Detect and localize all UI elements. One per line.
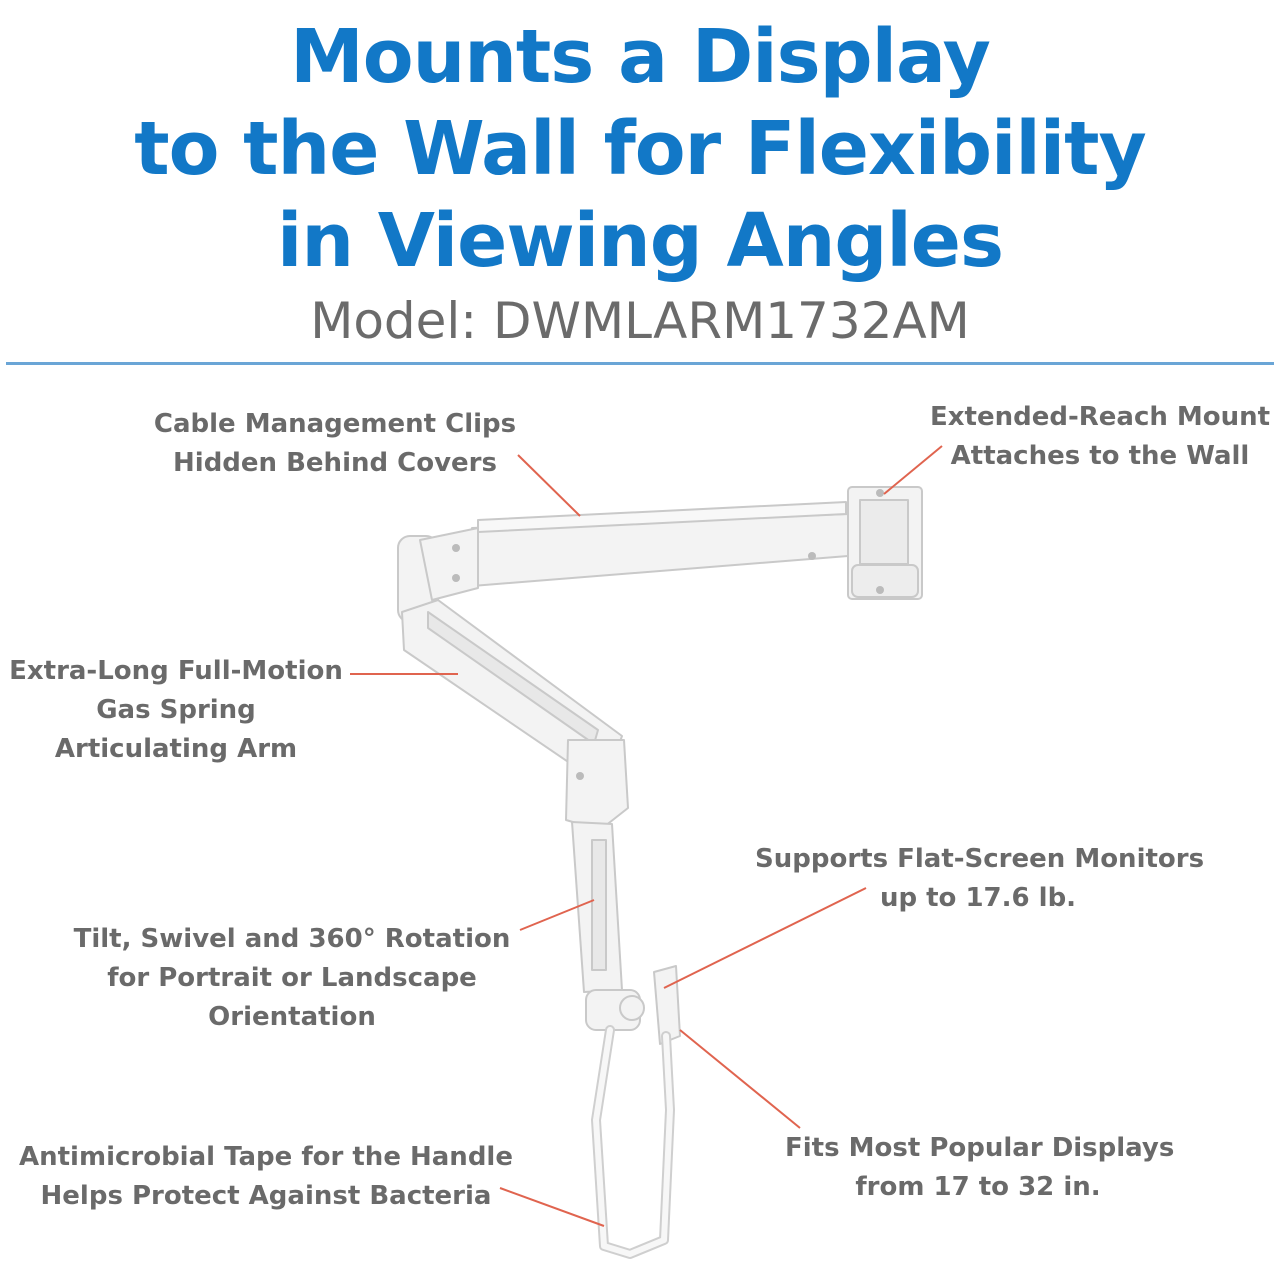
callout-supports-weight: Supports Flat-Screen Monitors up to 17.6…	[755, 840, 1205, 918]
title-line-3: in Viewing Angles	[277, 198, 1004, 284]
callout-fits-displays: Fits Most Popular Displays from 17 to 32…	[785, 1129, 1175, 1207]
callout-line: Orientation	[208, 1002, 376, 1032]
callout-line: Extended-Reach Mount	[930, 402, 1271, 432]
callout-line: from 17 to 32 in.	[855, 1172, 1101, 1202]
callout-line: Tilt, Swivel and 360° Rotation	[73, 924, 511, 954]
leader-antimicrobial	[499, 1187, 605, 1227]
callout-line: up to 17.6 lb.	[879, 883, 1077, 913]
callout-cable-management: Cable Management Clips Hidden Behind Cov…	[140, 405, 530, 483]
callout-line: Fits Most Popular Displays	[785, 1133, 1175, 1163]
callout-line: Extra-Long Full-Motion	[9, 656, 343, 686]
callout-tilt-swivel: Tilt, Swivel and 360° Rotation for Portr…	[70, 920, 514, 1037]
callout-line: Helps Protect Against Bacteria	[40, 1181, 492, 1211]
vesa-plate	[653, 965, 681, 1045]
title-line-2: to the Wall for Flexibility	[134, 106, 1147, 192]
title-line-1: Mounts a Display	[290, 14, 991, 100]
leader-cable-clips	[517, 454, 581, 517]
callout-line: Hidden Behind Covers	[173, 448, 497, 478]
callout-line: Supports Flat-Screen Monitors	[755, 844, 1205, 874]
leader-wall-mount	[883, 445, 943, 495]
callout-line: Cable Management Clips	[153, 409, 517, 439]
model-number: Model: DWMLARM1732AM	[310, 292, 970, 350]
callout-wall-mount: Extended-Reach Mount Attaches to the Wal…	[930, 398, 1270, 476]
leader-fits	[679, 1029, 801, 1129]
leader-tilt-swivel	[519, 899, 595, 931]
callout-line: for Portrait or Landscape	[107, 963, 477, 993]
leader-lines	[350, 445, 943, 1227]
callout-antimicrobial-tape: Antimicrobial Tape for the Handle Helps …	[16, 1138, 516, 1216]
callout-line: Articulating Arm	[54, 734, 298, 764]
leader-supports	[663, 887, 867, 989]
divider	[6, 362, 1274, 365]
callout-line: Gas Spring	[96, 695, 256, 725]
callout-line: Antimicrobial Tape for the Handle	[19, 1142, 513, 1172]
callout-gas-spring-arm: Extra-Long Full-Motion Gas Spring Articu…	[6, 652, 346, 769]
callout-line: Attaches to the Wall	[950, 441, 1250, 471]
